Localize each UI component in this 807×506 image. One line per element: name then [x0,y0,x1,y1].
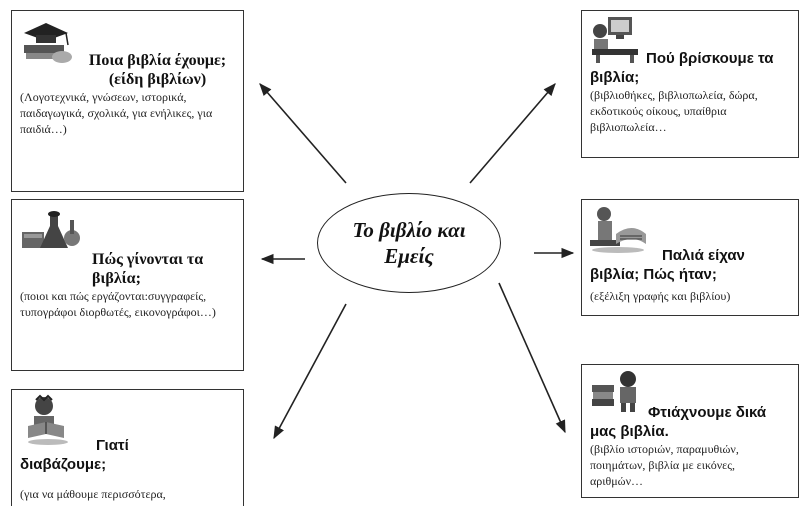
graduation-books-icon [24,23,72,63]
box-book-making: Πώς γίνονται τα βιβλία; (ποιοι και πώς ε… [11,199,244,371]
box-title: Παλιά είχαν βιβλία; Πώς ήταν; [590,247,745,283]
child-reading-icon [28,394,68,445]
computer-desk-icon [592,17,638,63]
arrow-to-our-books [498,282,566,434]
box-description: (βιβλιοθήκες, βιβλιοπωλεία, δώρα, εκδοτι… [590,88,758,134]
box-description: (Λογοτεχνικά, γνώσεων, ιστορικά, παιδαγω… [20,90,213,136]
box-title: Γιατί διαβάζουμε; [20,437,129,473]
central-topic-label: Το βιβλίο και Εμείς [352,218,466,268]
box-where-books: Πού βρίσκουμε τα βιβλία; (βιβλιοθήκες, β… [581,10,799,158]
box-why-read: Γιατί διαβάζουμε; (για να μάθουμε περισσ… [11,389,244,506]
child-books-icon [592,371,636,412]
box-title: Πού βρίσκουμε τα βιβλία; [590,50,774,86]
box-title: Φτιάχνουμε δικά μας βιβλία. [590,404,767,440]
box-book-types: Ποια βιβλία έχουμε; (είδη βιβλίων) (Λογο… [11,10,244,192]
box-description: (εξέλιξη γραφής και βιβλίου) [590,289,731,303]
box-our-books: Φτιάχνουμε δικά μας βιβλία. (βιβλίο ιστο… [581,364,799,498]
arrow-to-why-read [273,303,347,440]
central-topic: Το βιβλίο και Εμείς [317,193,501,293]
box-description: (βιβλίο ιστοριών, παραμυθιών, ποιημάτων,… [590,442,739,488]
box-description: (ποιοι και πώς εργάζονται:συγγραφείς, τυ… [20,289,216,319]
ancient-scribe-icon [590,207,646,253]
arrow-to-book-types [259,83,347,184]
chemistry-set-icon [22,211,80,248]
box-title: Ποια βιβλία έχουμε; (είδη βιβλίων) [88,52,227,88]
arrow-to-where-books [469,83,556,184]
box-old-books: Παλιά είχαν βιβλία; Πώς ήταν; (εξέλιξη γ… [581,199,799,316]
box-description: (για να μάθουμε περισσότερα, [20,487,166,501]
box-title: Πώς γίνονται τα βιβλία; [92,251,204,287]
